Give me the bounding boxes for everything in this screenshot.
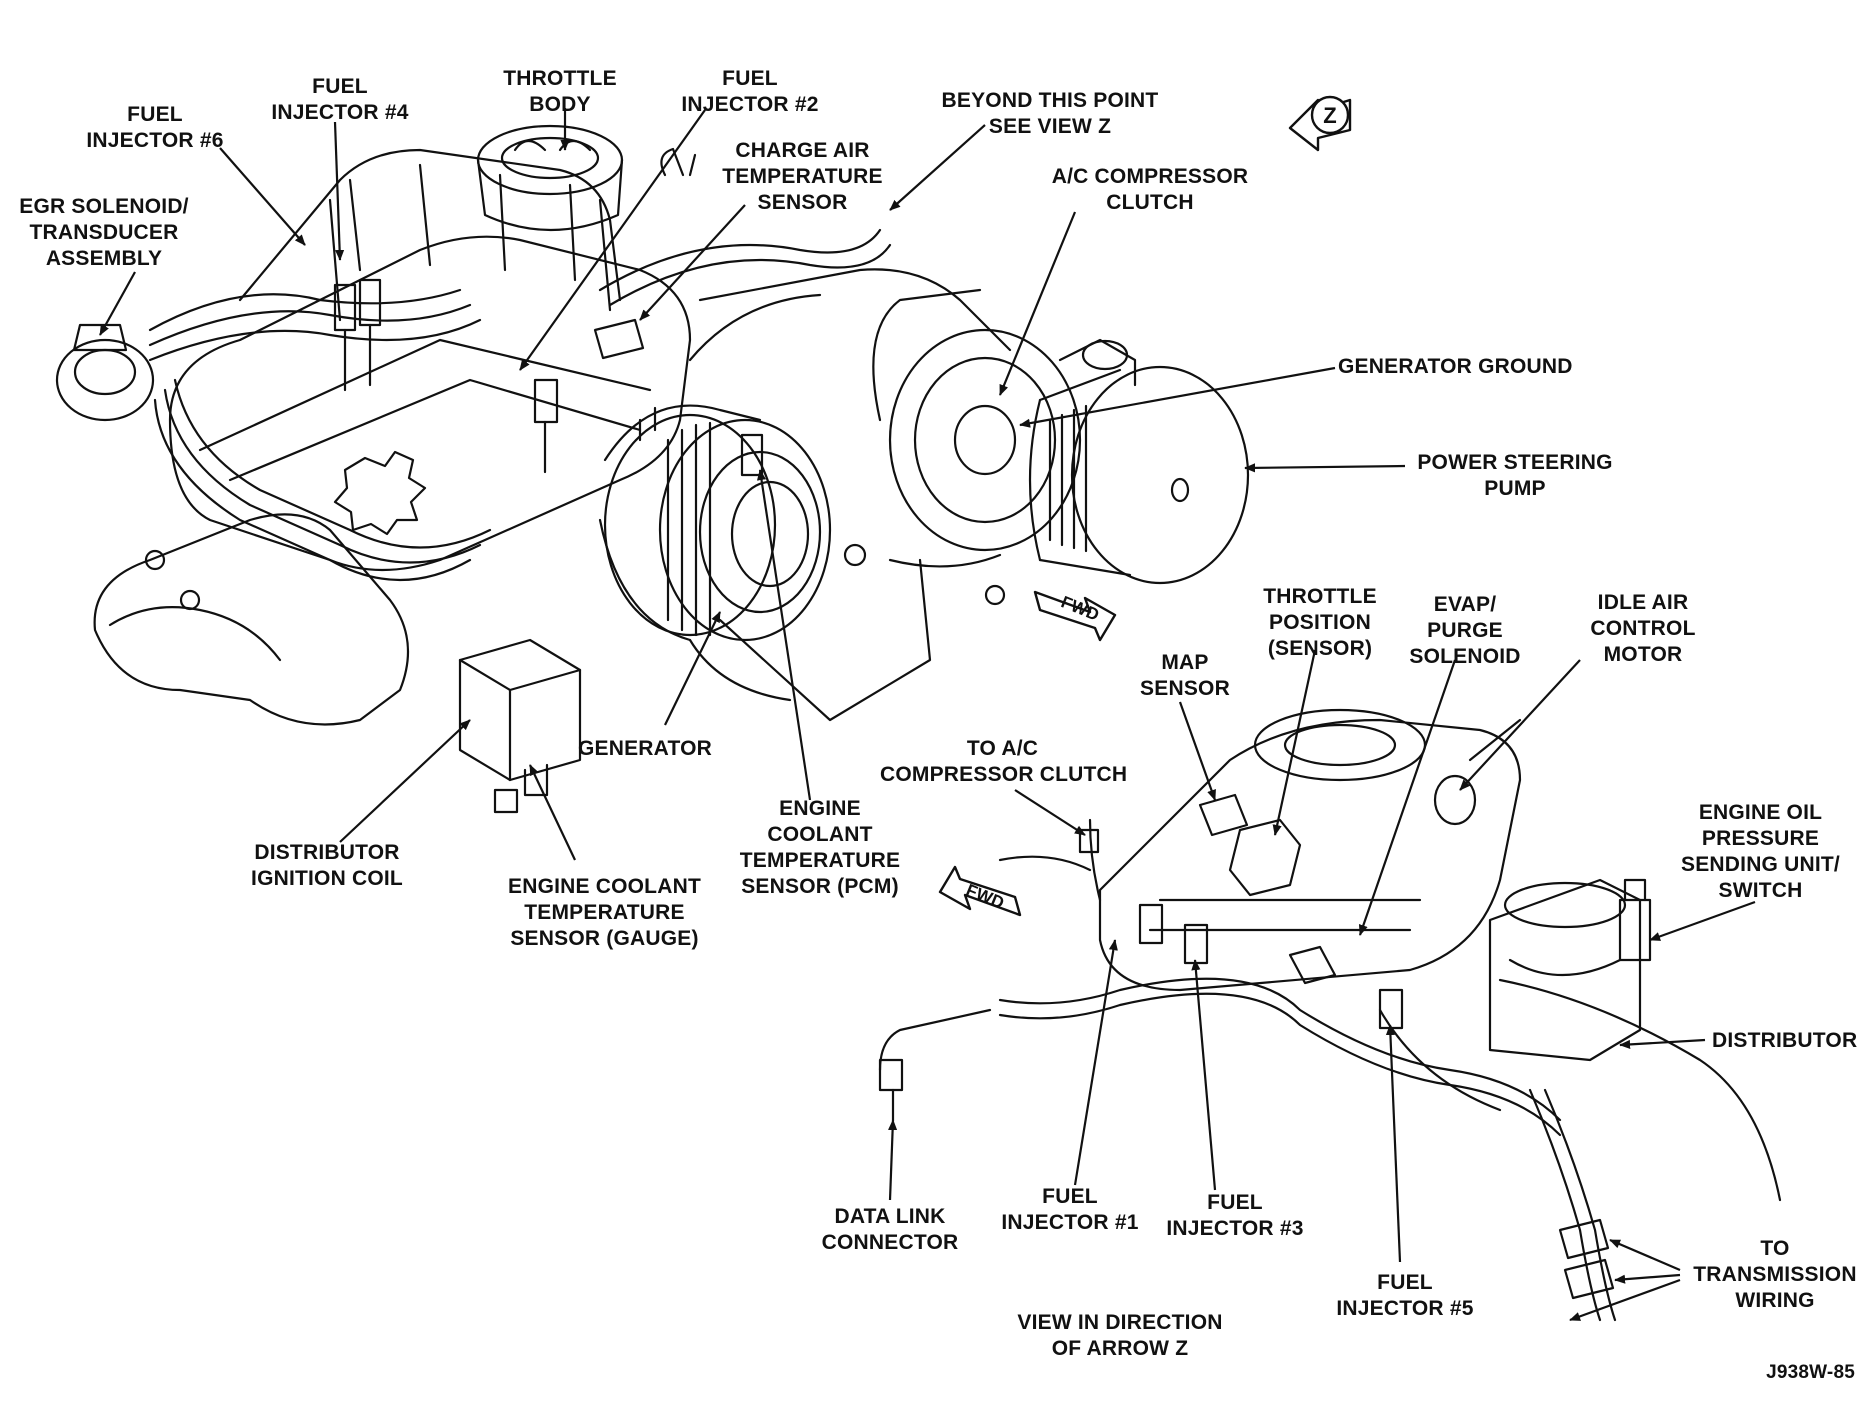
label-egr-solenoid: EGR SOLENOID/ TRANSDUCER ASSEMBLY: [19, 195, 189, 270]
label-ac-compressor-clutch: A/C COMPRESSOR CLUTCH: [1051, 165, 1249, 214]
label-ect-sensor-gauge: ENGINE COOLANT TEMPERATURE SENSOR (GAUGE…: [508, 875, 701, 950]
fwd-arrow-icon: [938, 865, 1022, 917]
label-fuel-injector-2: FUEL INJECTOR #2: [681, 67, 819, 116]
label-to-ac-compressor-clutch: TO A/C COMPRESSOR CLUTCH: [880, 737, 1128, 786]
label-fuel-injector-4: FUEL INJECTOR #4: [271, 75, 409, 124]
view-z-letter: Z: [1323, 103, 1336, 128]
label-fuel-injector-5: FUEL INJECTOR #5: [1336, 1271, 1474, 1320]
view-z-arrow-icon: [1288, 95, 1352, 152]
label-throttle-position-sensor: THROTTLE POSITION (SENSOR): [1263, 585, 1377, 660]
label-evap-purge-solenoid: EVAP/ PURGE SOLENOID: [1409, 593, 1521, 668]
label-generator: GENERATOR: [577, 737, 713, 760]
label-map-sensor: MAP SENSOR: [1140, 651, 1230, 700]
label-fuel-injector-1: FUEL INJECTOR #1: [1001, 1185, 1139, 1234]
fwd-arrow-icon: [1033, 590, 1117, 642]
view-z-engine-drawing: [878, 708, 1782, 1322]
label-fuel-injector-3: FUEL INJECTOR #3: [1166, 1191, 1304, 1240]
figure-code: J938W-85: [1766, 1362, 1855, 1383]
label-charge-air-temp-sensor: CHARGE AIR TEMPERATURE SENSOR: [722, 139, 883, 214]
label-to-transmission-wiring: TO TRANSMISSION WIRING: [1693, 1237, 1857, 1312]
label-ect-sensor-pcm: ENGINE COOLANT TEMPERATURE SENSOR (PCM): [739, 797, 901, 898]
label-distributor: DISTRIBUTOR: [1712, 1029, 1858, 1052]
label-fuel-injector-6: FUEL INJECTOR #6: [86, 103, 224, 152]
label-generator-ground: GENERATOR GROUND: [1338, 355, 1573, 378]
label-idle-air-control-motor: IDLE AIR CONTROL MOTOR: [1590, 591, 1696, 666]
label-power-steering-pump: POWER STEERING PUMP: [1417, 451, 1613, 500]
label-view-in-direction: VIEW IN DIRECTION OF ARROW Z: [1017, 1311, 1223, 1360]
leader-lines: [99, 108, 1756, 1322]
label-beyond-this-point: BEYOND THIS POINT SEE VIEW Z: [941, 89, 1159, 138]
label-distributor-ignition-coil: DISTRIBUTOR IGNITION COIL: [251, 841, 403, 890]
label-throttle-body: THROTTLE BODY: [503, 67, 617, 116]
label-engine-oil-pressure: ENGINE OIL PRESSURE SENDING UNIT/ SWITCH: [1681, 801, 1840, 902]
label-data-link-connector: DATA LINK CONNECTOR: [821, 1205, 959, 1254]
upper-engine-drawing: [55, 124, 1250, 814]
